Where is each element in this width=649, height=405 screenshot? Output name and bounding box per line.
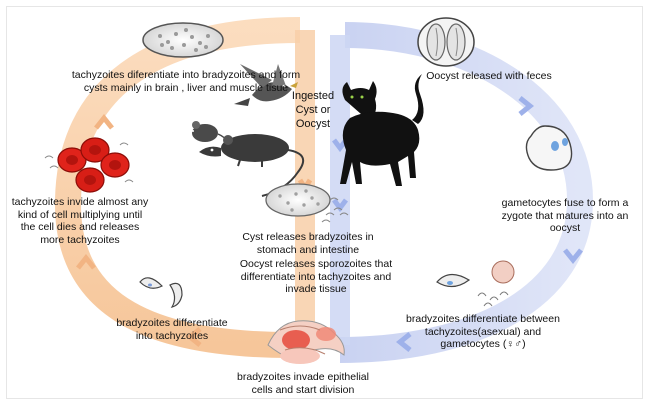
label-brady-to-tachy: bradyzoites differentiate into tachyzoit… — [116, 317, 228, 342]
zygote-cell — [525, 125, 573, 171]
oocyst-top — [417, 17, 475, 67]
label-gametocytes-fuse: gametocytes fuse to form a zygote that m… — [501, 197, 629, 234]
label-tachy-to-brady: tachyzoites diferentiate into bradyzoite… — [71, 69, 301, 94]
label-brady-invade: bradyzoites invade epithelial cells and … — [237, 371, 369, 396]
frame-border — [6, 6, 643, 399]
label-brady-diff: bradyzoites differentiate between tachyz… — [406, 313, 560, 350]
label-oocyst-release: Oocyst releases sporozoites that differe… — [239, 258, 393, 295]
label-tachy-invade: tachyzoites invide almost any kind of ce… — [11, 196, 149, 246]
red-blood-cells — [44, 137, 134, 193]
bird-icon — [234, 64, 298, 106]
tissue-cyst — [142, 22, 224, 58]
cat-icon — [340, 74, 424, 186]
epithelial-cells — [267, 320, 345, 364]
center-cyst — [265, 183, 349, 223]
tachyzoites-right — [436, 260, 515, 307]
rat-icon — [199, 134, 305, 197]
label-ingested: Ingested Cyst or Oocyst — [291, 90, 335, 130]
tachyzoites-crescents — [139, 277, 183, 308]
label-cyst-release: Cyst releases bradyzoites in stomach and… — [242, 231, 374, 256]
label-oocyst-feces: Oocyst released with feces — [426, 70, 552, 82]
